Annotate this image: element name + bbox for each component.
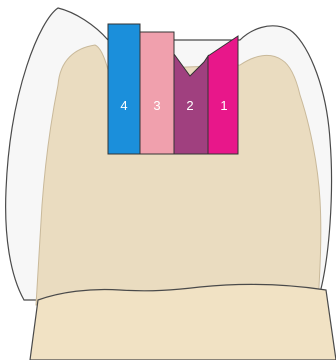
band-1 — [208, 36, 238, 154]
band-2-label: 2 — [186, 98, 193, 113]
band-3 — [140, 32, 174, 154]
band-4-label: 4 — [120, 98, 127, 113]
lower-tooth — [30, 284, 336, 360]
band-4 — [108, 24, 140, 154]
band-1-label: 1 — [220, 98, 227, 113]
band-3-label: 3 — [153, 98, 160, 113]
